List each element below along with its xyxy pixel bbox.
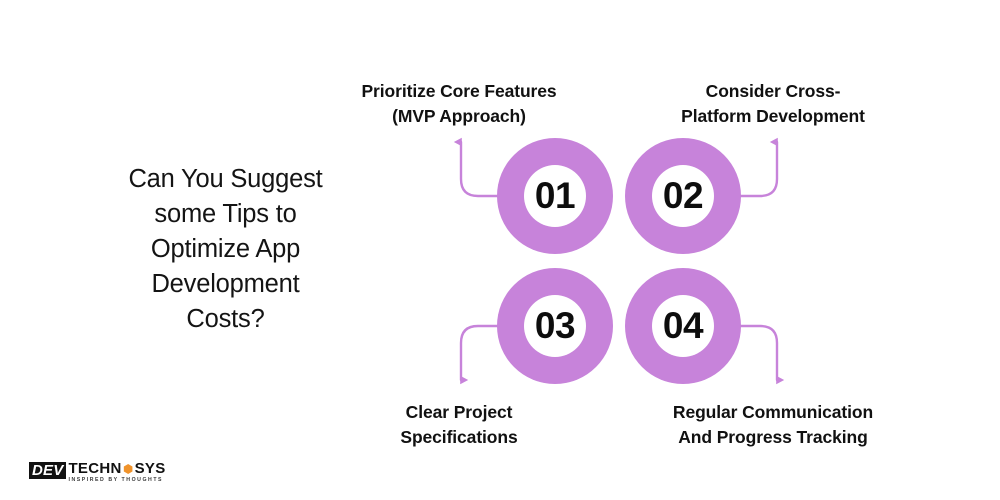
step-number-02: 02 xyxy=(662,174,704,216)
step-label-03-line-2: Specifications xyxy=(400,427,518,447)
step-label-03: Clear Project Specifications xyxy=(359,400,559,450)
step-label-01-line-2: (MVP Approach) xyxy=(392,106,526,126)
page-title-line-1: Can You Suggest xyxy=(128,165,323,193)
step-circle-01-inner xyxy=(524,165,586,227)
step-number-04: 04 xyxy=(662,304,704,346)
connector-arrow-01 xyxy=(453,137,499,198)
logo-word-technO-part2: SYS xyxy=(134,460,166,477)
step-circle-03-inner xyxy=(524,295,586,357)
page-title: Can You Suggest some Tips to Optimize Ap… xyxy=(88,162,363,337)
step-circle-04[interactable]: 04 xyxy=(625,268,741,384)
logo-wordmark: TECHN SYS INSPIRED BY THOUGHTS xyxy=(68,461,165,484)
logo-dev-badge: DEV xyxy=(29,462,67,479)
step-label-03-line-1: Clear Project xyxy=(405,402,513,422)
logo-word-row: TECHN SYS xyxy=(68,461,165,477)
page-title-line-3: Optimize App xyxy=(150,235,301,263)
connector-arrow-02 xyxy=(739,137,779,198)
step-label-01: Prioritize Core Features (MVP Approach) xyxy=(334,79,584,129)
step-circle-03[interactable]: 03 xyxy=(497,268,613,384)
step-circle-04-inner xyxy=(652,295,714,357)
step-label-04-line-2: And Progress Tracking xyxy=(678,427,868,447)
devtechnosys-logo[interactable]: DEV TECHN SYS INSPIRED BY THOUGHTS xyxy=(29,461,166,487)
step-label-01-line-1: Prioritize Core Features xyxy=(361,81,557,101)
page-title-line-5: Costs? xyxy=(186,305,265,333)
step-number-03: 03 xyxy=(534,304,576,346)
page-title-line-2: some Tips to xyxy=(154,200,297,228)
logo-tagline: INSPIRED BY THOUGHTS xyxy=(68,477,164,483)
step-circle-02[interactable]: 02 xyxy=(625,138,741,254)
step-number-01: 01 xyxy=(534,174,576,216)
step-label-04-line-1: Regular Communication xyxy=(672,402,874,422)
step-label-02-line-1: Consider Cross- xyxy=(705,81,841,101)
page-title-line-4: Development xyxy=(151,270,300,298)
logo-word-technO-part1: TECHN xyxy=(68,460,122,477)
step-label-04: Regular Communication And Progress Track… xyxy=(645,400,901,450)
step-circle-02-inner xyxy=(652,165,714,227)
step-label-02-line-2: Platform Development xyxy=(681,106,865,126)
step-circle-01[interactable]: 01 xyxy=(497,138,613,254)
connector-arrow-03 xyxy=(459,324,499,385)
hexagon-icon xyxy=(123,464,133,474)
connector-arrow-04 xyxy=(739,324,785,385)
step-label-02: Consider Cross- Platform Development xyxy=(650,79,896,129)
